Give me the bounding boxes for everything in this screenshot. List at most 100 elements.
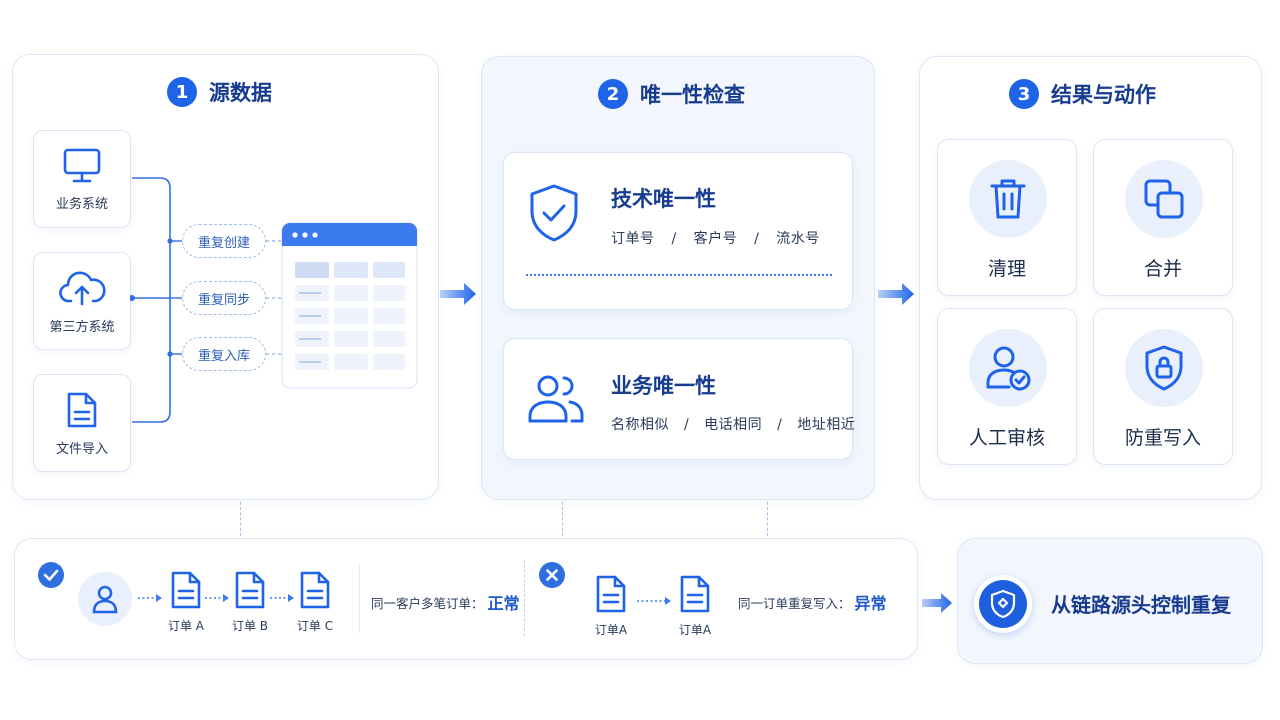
separator: / xyxy=(683,417,690,433)
customer-avatar xyxy=(78,572,132,626)
conclusion-text: 从链路源头控制重复 xyxy=(1051,593,1231,617)
trash-icon xyxy=(990,179,1026,219)
arrow-right-icon xyxy=(878,283,914,305)
order-doc: 订单 B xyxy=(228,570,272,634)
separator: / xyxy=(777,417,783,433)
technical-uniqueness-items: 订单号 / 客户号 / 流水号 xyxy=(611,228,820,248)
check-item: 电话相同 xyxy=(704,417,763,433)
order-doc: 订单A xyxy=(673,574,717,638)
technical-uniqueness-title: 技术唯一性 xyxy=(611,187,716,211)
business-uniqueness-items: 名称相似 / 电话相同 / 地址相近 xyxy=(611,414,855,434)
step-label: 结果与动作 xyxy=(1051,83,1156,107)
order-label: 订单A xyxy=(678,623,712,637)
conclusion-badge xyxy=(974,575,1032,633)
dotted-arrow xyxy=(138,594,162,602)
action-label: 人工审核 xyxy=(968,427,1045,449)
step-number: 3 xyxy=(1009,79,1039,109)
check-item: 地址相近 xyxy=(797,417,856,433)
check-item: 名称相似 xyxy=(611,417,669,433)
source-third-party: 第三方系统 xyxy=(33,252,131,350)
order-label: 订单 C xyxy=(296,619,334,633)
dotted-arrow xyxy=(205,594,229,602)
action-prevent-duplicate-write: 防重写入 xyxy=(1093,308,1233,465)
file-icon xyxy=(596,575,626,613)
file-icon xyxy=(235,571,265,609)
step-number: 1 xyxy=(167,77,197,107)
source-file-import: 文件导入 xyxy=(33,374,131,472)
check-item: 流水号 xyxy=(776,231,820,247)
x-circle-icon xyxy=(539,562,565,588)
step-title-check: 2 唯一性检查 xyxy=(598,79,745,109)
action-manual-review: 人工审核 xyxy=(937,308,1077,465)
source-connectors xyxy=(130,177,282,423)
technical-uniqueness-card: 技术唯一性 订单号 / 客户号 / 流水号 xyxy=(503,152,853,310)
dashed-connector xyxy=(240,502,241,536)
normal-case-note: 同一客户多笔订单： 正常 xyxy=(371,590,520,614)
step-title-result: 3 结果与动作 xyxy=(1009,79,1156,109)
shield-check-icon xyxy=(530,184,578,242)
file-icon xyxy=(171,571,201,609)
source-label: 第三方系统 xyxy=(49,319,115,335)
note-text: 同一客户多笔订单： xyxy=(371,595,484,611)
conclusion-badge-inner xyxy=(979,580,1027,628)
shield-badge-icon xyxy=(990,589,1016,619)
merge-icon xyxy=(1144,179,1184,219)
arrow-right-icon xyxy=(922,593,952,613)
order-doc: 订单A xyxy=(589,574,633,638)
separator: / xyxy=(754,231,760,247)
note-text: 同一订单重复写入： xyxy=(738,595,851,611)
tag-duplicate-sync: 重复同步 xyxy=(182,281,266,315)
dashed-divider xyxy=(524,560,525,636)
monitor-icon xyxy=(63,148,101,182)
order-label: 订单 A xyxy=(167,619,205,633)
database-table-illustration xyxy=(281,222,418,389)
source-label: 业务系统 xyxy=(55,196,108,212)
check-item: 客户号 xyxy=(693,231,738,247)
check-circle-icon xyxy=(38,562,64,588)
tag-duplicate-create: 重复创建 xyxy=(182,224,266,258)
step-number: 2 xyxy=(598,79,628,109)
order-doc: 订单 C xyxy=(293,570,337,634)
source-business-system: 业务系统 xyxy=(33,130,131,228)
dashed-connector xyxy=(562,502,563,536)
business-uniqueness-title: 业务唯一性 xyxy=(611,374,716,398)
result-normal: 正常 xyxy=(487,594,520,613)
action-icon-bg xyxy=(1125,329,1203,407)
order-label: 订单A xyxy=(594,623,628,637)
check-item: 订单号 xyxy=(611,231,655,247)
action-merge: 合并 xyxy=(1093,139,1233,296)
dotted-arrow xyxy=(270,594,294,602)
user-icon xyxy=(92,585,118,614)
file-icon xyxy=(680,575,710,613)
action-icon-bg xyxy=(969,160,1047,238)
order-doc: 订单 A xyxy=(164,570,208,634)
action-label: 清理 xyxy=(987,258,1026,280)
action-icon-bg xyxy=(969,329,1047,407)
action-label: 防重写入 xyxy=(1124,427,1201,449)
action-label: 合并 xyxy=(1143,258,1182,280)
shield-lock-icon xyxy=(1145,345,1183,391)
step-label: 唯一性检查 xyxy=(640,83,745,107)
cloud-upload-icon xyxy=(59,270,106,305)
divider xyxy=(359,565,360,633)
tag-duplicate-store: 重复入库 xyxy=(182,337,266,371)
action-icon-bg xyxy=(1125,160,1203,238)
file-icon xyxy=(300,571,330,609)
user-check-icon xyxy=(986,346,1031,391)
arrow-right-icon xyxy=(440,283,476,305)
source-label: 文件导入 xyxy=(55,441,108,457)
separator: / xyxy=(671,231,677,247)
dotted-arrow xyxy=(637,597,671,605)
file-icon xyxy=(67,392,97,427)
dotted-divider xyxy=(526,274,832,276)
abnormal-case-note: 同一订单重复写入： 异常 xyxy=(738,590,887,614)
business-uniqueness-card: 业务唯一性 名称相似 / 电话相同 / 地址相近 xyxy=(503,338,855,460)
step-title-source: 1 源数据 xyxy=(167,77,272,107)
example-panel xyxy=(14,538,918,660)
action-clean: 清理 xyxy=(937,139,1077,296)
order-label: 订单 B xyxy=(231,619,269,633)
dashed-connector xyxy=(767,502,768,536)
result-abnormal: 异常 xyxy=(854,594,887,613)
step-label: 源数据 xyxy=(209,81,272,105)
users-icon xyxy=(528,375,584,423)
